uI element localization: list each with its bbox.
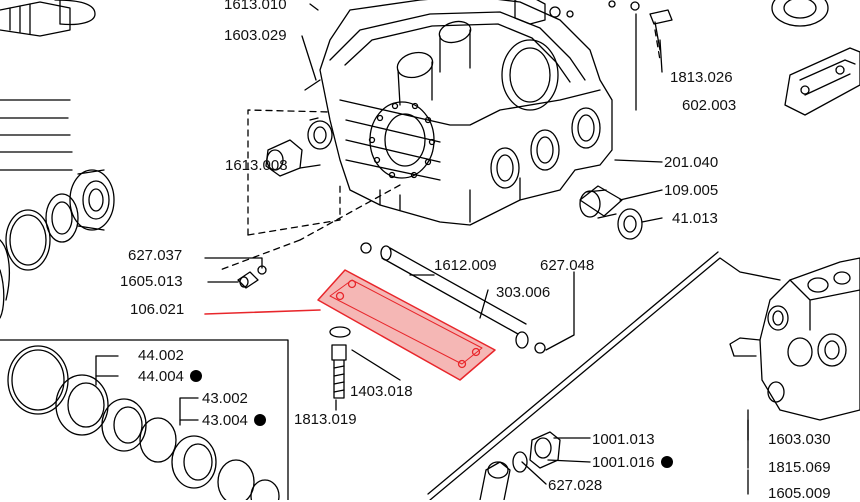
washer-41-013 — [617, 208, 643, 240]
bolt-1403-018 — [329, 326, 351, 399]
label-303-006: 303.006 — [496, 284, 551, 301]
label-627-048: 627.048 — [540, 257, 595, 274]
label-43-002: 43.002 — [202, 390, 248, 407]
label-627-037: 627.037 — [128, 247, 183, 264]
label-43-004: 43.004 — [202, 413, 266, 429]
label-201-040: 201.040 — [664, 154, 719, 171]
label-44-002: 44.002 — [138, 347, 184, 364]
label-1403-018: 1403.018 — [350, 383, 413, 400]
label-1613-010: 1613.010 — [224, 0, 287, 13]
pump-head-manifold — [729, 257, 860, 421]
label-1813-019: 1813.019 — [294, 411, 357, 428]
screw-1605-013 — [237, 265, 267, 289]
rod-1612-009 — [360, 242, 546, 354]
top-right-plate — [784, 47, 860, 116]
crankcase-housing — [304, 0, 616, 226]
label-627-028: 627.028 — [548, 477, 603, 494]
label-1001-013: 1001.013 — [592, 431, 655, 448]
label-1605-009: 1605.009 — [768, 485, 831, 502]
key-dot — [660, 456, 673, 468]
dashed-assembly-lines — [219, 29, 661, 271]
assembly-boundary-line — [427, 251, 781, 500]
label-1603-029: 1603.029 — [224, 27, 287, 44]
label-44-004: 44.004 — [138, 369, 202, 385]
label-1603-030: 1603.030 — [768, 431, 831, 448]
key-dot — [253, 414, 266, 426]
label-1613-008: 1613.008 — [225, 157, 288, 174]
seal-kit-box — [0, 339, 289, 500]
label-602-003: 602.003 — [682, 97, 737, 114]
label-1815-069: 1815.069 — [768, 459, 831, 476]
key-dot — [189, 370, 202, 382]
label-1605-013: 1605.013 — [120, 273, 183, 290]
label-41-013: 41.013 — [672, 210, 718, 227]
label-44-004-text: 44.004 — [138, 368, 184, 385]
leader-lines — [95, 3, 749, 495]
bottom-fittings — [479, 431, 561, 500]
bolt-top-right — [630, 1, 673, 51]
label-109-005: 109.005 — [664, 182, 719, 199]
bushing-109-005 — [579, 185, 623, 219]
drive-shaft — [0, 0, 96, 37]
highlight-leader — [204, 309, 321, 315]
top-right-bearing — [771, 0, 829, 27]
label-43-004-text: 43.004 — [202, 412, 248, 429]
left-bearing-stack — [0, 99, 115, 319]
gasket-plate-106-021 — [317, 269, 496, 381]
label-1612-009: 1612.009 — [434, 257, 497, 274]
label-1001-016: 1001.016 — [592, 455, 673, 471]
label-1813-026: 1813.026 — [670, 69, 733, 86]
label-1001-016-text: 1001.016 — [592, 454, 655, 471]
label-106-021: 106.021 — [130, 301, 185, 318]
